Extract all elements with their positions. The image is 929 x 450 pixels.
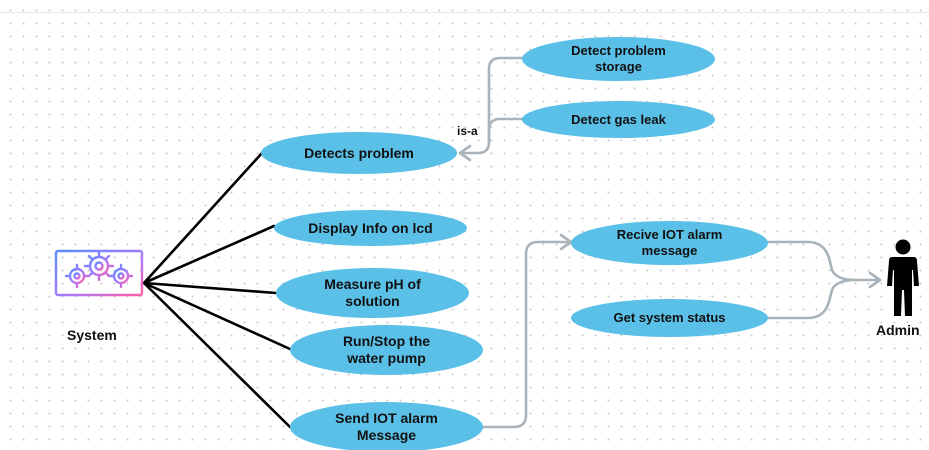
relation-label-is-a: is-a bbox=[457, 124, 478, 138]
association-run-stop-pump bbox=[142, 281, 292, 351]
use-case-line: storage bbox=[595, 59, 642, 74]
use-case-receive-iot-alarm: Recive IOT alarm message bbox=[571, 221, 768, 265]
use-case-line: Send IOT alarm bbox=[335, 410, 438, 427]
is-a-connector-gas-leak bbox=[487, 117, 524, 144]
computer-gears-icon bbox=[54, 249, 144, 305]
admin-actor bbox=[879, 238, 927, 318]
use-case-run-stop-pump: Run/Stop the water pump bbox=[290, 325, 483, 375]
admin-arrowhead bbox=[868, 271, 882, 289]
use-case-get-system-status: Get system status bbox=[571, 299, 768, 337]
is-a-connector-storage bbox=[460, 56, 524, 155]
alarm-flow-connector bbox=[481, 240, 573, 429]
use-case-line: message bbox=[641, 243, 698, 258]
admin-connector-status bbox=[766, 278, 858, 320]
association-send-iot-alarm bbox=[142, 281, 292, 429]
admin-actor-label: Admin bbox=[876, 322, 920, 338]
use-case-line: Recive IOT alarm bbox=[616, 227, 723, 243]
use-case-line: Display Info on lcd bbox=[308, 219, 433, 236]
use-case-line: Detect problem bbox=[571, 43, 666, 59]
association-detects-problem bbox=[142, 151, 264, 285]
system-actor-label: System bbox=[67, 327, 117, 343]
use-case-line: solution bbox=[345, 293, 400, 309]
association-measure-ph bbox=[142, 281, 278, 295]
use-case-line: Detects problem bbox=[304, 144, 414, 161]
person-icon bbox=[887, 239, 919, 316]
use-case-line: Message bbox=[356, 427, 417, 443]
system-actor bbox=[50, 246, 148, 306]
admin-connector-receive bbox=[766, 240, 882, 282]
use-case-line: Measure pH of bbox=[324, 276, 421, 293]
use-case-send-iot-alarm: Send IOT alarm Message bbox=[290, 402, 483, 450]
is-a-arrowhead bbox=[458, 144, 472, 162]
use-case-detect-gas-leak: Detect gas leak bbox=[522, 101, 715, 138]
use-case-detects-problem: Detects problem bbox=[261, 132, 457, 174]
use-case-line: Get system status bbox=[613, 310, 726, 326]
use-case-line: Detect gas leak bbox=[571, 111, 666, 127]
top-divider bbox=[0, 12, 929, 13]
use-case-line: water pump bbox=[347, 350, 426, 366]
use-case-detect-problem-storage: Detect problem storage bbox=[522, 37, 715, 81]
association-display-info bbox=[142, 224, 276, 285]
use-case-display-info: Display Info on lcd bbox=[274, 210, 467, 246]
use-case-measure-ph: Measure pH of solution bbox=[276, 268, 469, 318]
use-case-line: Run/Stop the bbox=[342, 333, 431, 350]
